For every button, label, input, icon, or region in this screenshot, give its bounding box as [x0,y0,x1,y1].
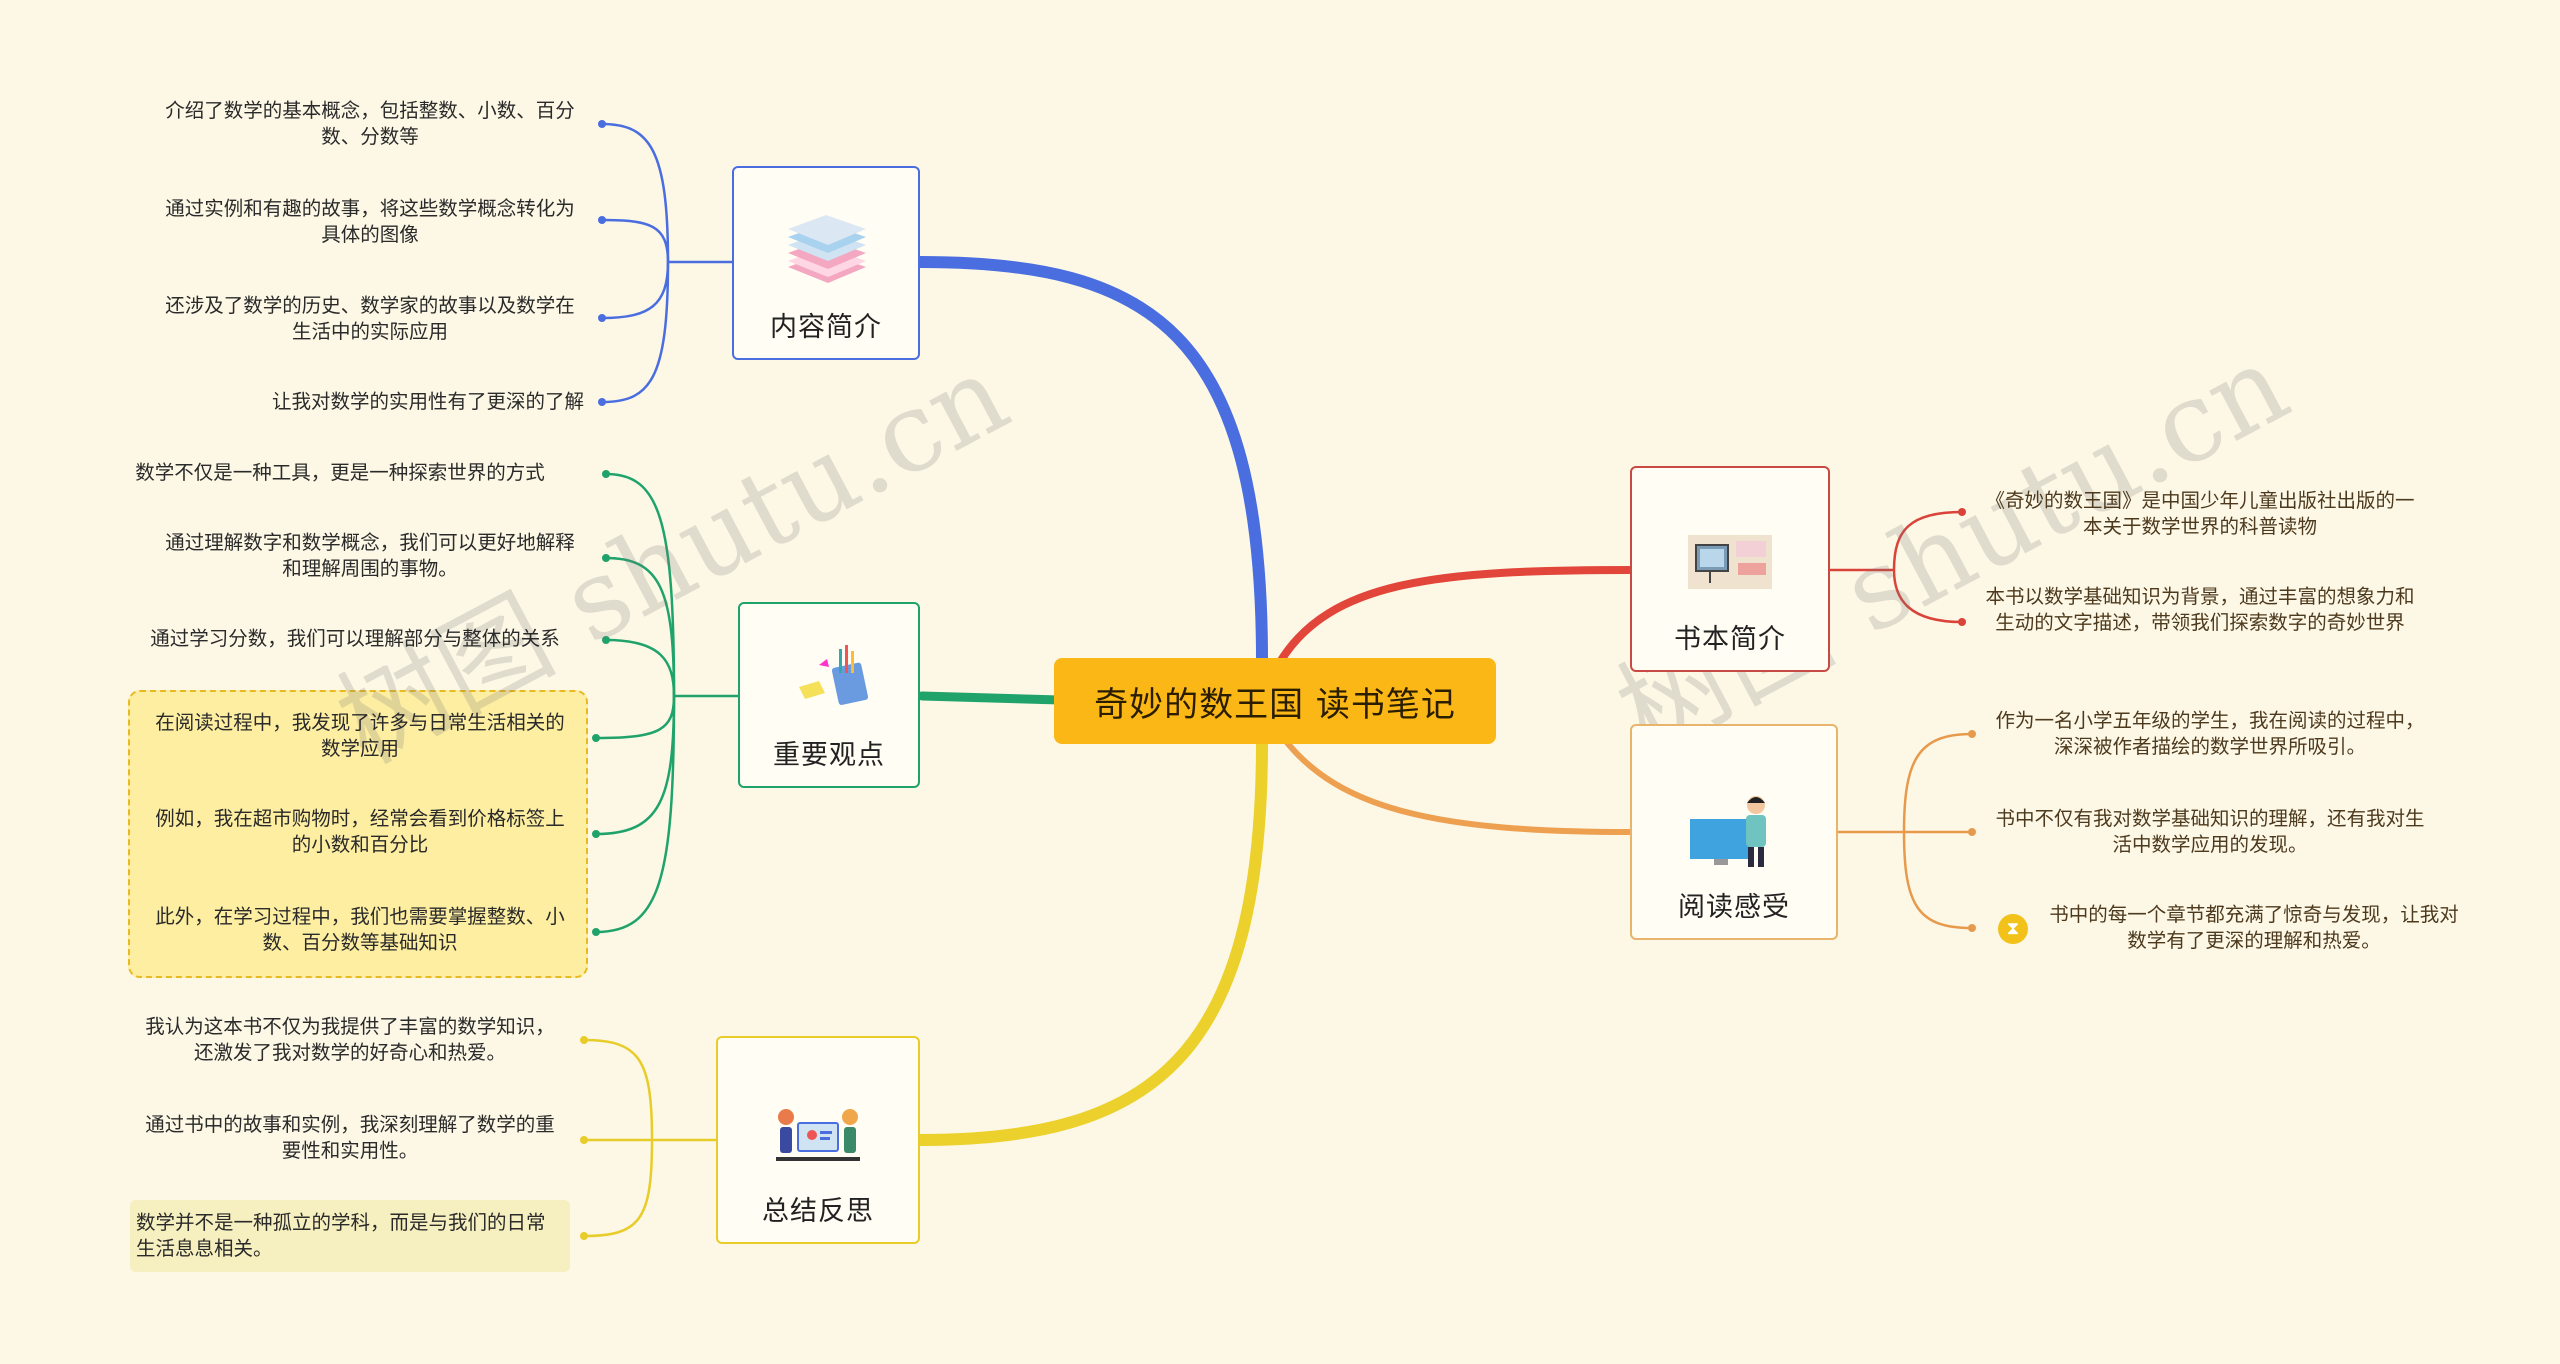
presenter-icon [1690,796,1766,867]
leaf-summary-3[interactable]: 数学并不是一种孤立的学科，而是与我们的日常生活息息相关。 [136,1211,546,1260]
leaf-views-5[interactable]: 例如，我在超市购物时，经常会看到价格标签上的小数和百分比 [155,807,565,856]
leaf-feeling-1[interactable]: 作为一名小学五年级的学生，我在阅读的过程中，深深被作者描绘的数学世界所吸引。 [1995,709,2425,758]
root-topic[interactable]: 奇妙的数王国 读书笔记 [1054,658,1496,744]
leaf-views-2[interactable]: 通过理解数字和数学概念，我们可以更好地解释和理解周围的事物。 [165,531,575,580]
node-content-label: 内容简介 [770,312,882,343]
leaf-views-4[interactable]: 在阅读过程中，我发现了许多与日常生活相关的数学应用 [155,711,565,760]
leaf-highlight-box [130,1200,570,1272]
leaf-intro-1[interactable]: 《奇妙的数王国》是中国少年儿童出版社出版的一本关于数学世界的科普读物 [1985,489,2415,538]
branch-line-summary [914,736,1268,1146]
leaf-intro-2[interactable]: 本书以数学基础知识为背景，通过丰富的想象力和生动的文字描述，带领我们探索数字的奇… [1985,585,2415,634]
leaf-feeling-2[interactable]: 书中不仅有我对数学基础知识的理解，还有我对生活中数学应用的发现。 [1995,807,2425,856]
branch-line-intro [1276,566,1634,666]
leaf-views-3[interactable]: 通过学习分数，我们可以理解部分与整体的关系 [150,627,560,650]
node-views[interactable]: 重要观点 [738,602,920,788]
leaf-views-6[interactable]: 此外，在学习过程中，我们也需要掌握整数、小数、百分数等基础知识 [155,905,565,954]
leaf-views-1[interactable]: 数学不仅是一种工具，更是一种探索世界的方式 [135,461,545,484]
branch-line-views [917,691,1065,705]
leaf-content-1[interactable]: 介绍了数学的基本概念，包括整数、小数、百分数、分数等 [165,99,575,148]
leaf-summary-1[interactable]: 我认为这本书不仅为我提供了丰富的数学知识，还激发了我对数学的好奇心和热爱。 [145,1015,555,1064]
leaf-content-3[interactable]: 还涉及了数学的历史、数学家的故事以及数学在生活中的实际应用 [165,294,575,343]
hourglass-icon: ⧗ [1998,914,2028,944]
node-content[interactable]: 内容简介 [732,166,920,360]
desk-setup-icon [1688,535,1772,589]
branch-line-content [914,256,1268,666]
node-intro-label: 书本简介 [1674,624,1786,655]
leaf-feeling-3[interactable]: 书中的每一个章节都充满了惊奇与发现，让我对数学有了更深的理解和热爱。 [2049,903,2459,952]
node-summary-label: 总结反思 [762,1196,874,1227]
stationery-icon [799,645,869,705]
node-intro[interactable]: 书本简介 [1630,466,1830,672]
node-feeling[interactable]: 阅读感受 [1630,724,1838,940]
books-stack-icon [788,215,866,283]
node-views-label: 重要观点 [773,740,885,771]
leaf-summary-2[interactable]: 通过书中的故事和实例，我深刻理解了数学的重要性和实用性。 [145,1113,555,1162]
leaf-content-2[interactable]: 通过实例和有趣的故事，将这些数学概念转化为具体的图像 [165,197,575,246]
leaf-content-4[interactable]: 让我对数学的实用性有了更深的了解 [271,390,584,413]
node-feeling-label: 阅读感受 [1678,892,1790,923]
node-summary[interactable]: 总结反思 [716,1036,920,1244]
team-meeting-icon [776,1109,860,1161]
branch-line-feeling [1282,737,1633,835]
highlight-group-box [128,690,588,978]
